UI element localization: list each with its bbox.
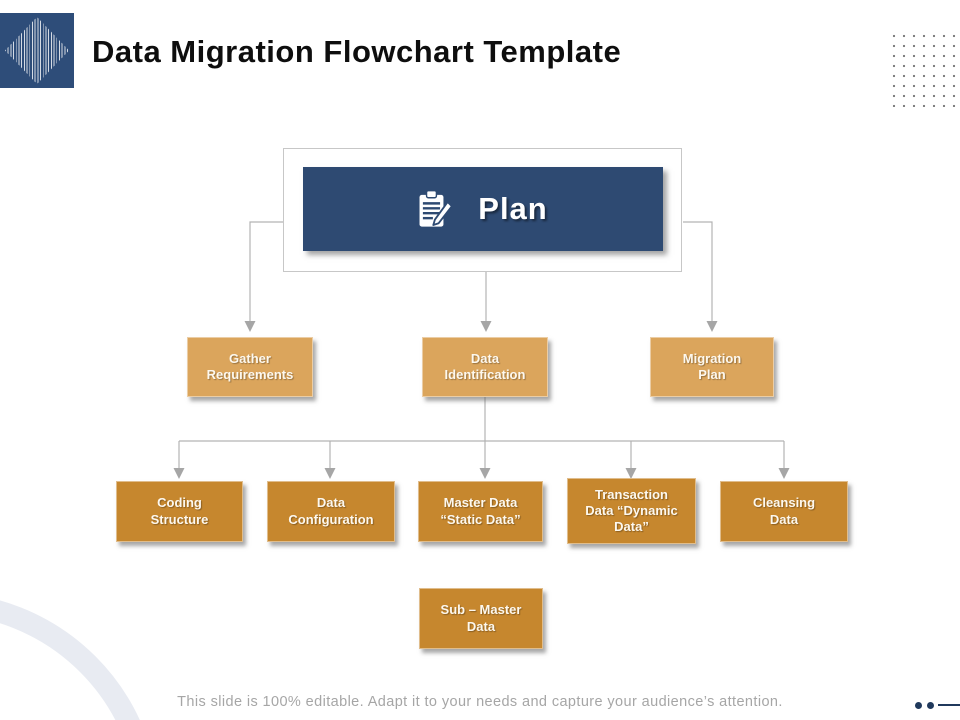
- node-sub-master-data[interactable]: Sub – Master Data: [419, 588, 543, 649]
- node-migration-plan[interactable]: Migration Plan: [650, 337, 774, 397]
- footer-note: This slide is 100% editable. Adapt it to…: [177, 694, 783, 710]
- company-logo: [0, 13, 74, 88]
- node-cleansing-data[interactable]: Cleansing Data: [720, 481, 848, 542]
- node-label: Gather Requirements: [206, 350, 294, 382]
- node-label: Migration Plan: [682, 350, 742, 382]
- bottom-right-dot: [927, 702, 934, 709]
- node-master-data-static[interactable]: Master Data “Static Data”: [418, 481, 543, 542]
- node-label: Master Data “Static Data”: [440, 495, 521, 527]
- node-plan[interactable]: Plan: [303, 167, 663, 251]
- bottom-right-dot: [915, 702, 922, 709]
- node-label: Cleansing Data: [752, 495, 816, 527]
- node-label: Coding Structure: [150, 495, 209, 527]
- node-label: Data Identification: [444, 350, 526, 382]
- node-data-configuration[interactable]: Data Configuration: [267, 481, 395, 542]
- dot-grid-decoration: [888, 28, 957, 107]
- node-data-identification[interactable]: Data Identification: [422, 337, 548, 397]
- node-transaction-data-dynamic[interactable]: Transaction Data “Dynamic Data”: [567, 478, 696, 544]
- node-label: Data Configuration: [288, 495, 374, 527]
- node-label: Sub – Master Data: [440, 602, 522, 634]
- page-title: Data Migration Flowchart Template: [92, 34, 622, 69]
- node-gather-requirements[interactable]: Gather Requirements: [187, 337, 313, 397]
- plan-label: Plan: [478, 191, 548, 226]
- clipboard-pencil-icon: [419, 190, 453, 227]
- node-label: Transaction Data “Dynamic Data”: [585, 486, 678, 535]
- node-coding-structure[interactable]: Coding Structure: [116, 481, 243, 542]
- bottom-right-line: [938, 704, 960, 706]
